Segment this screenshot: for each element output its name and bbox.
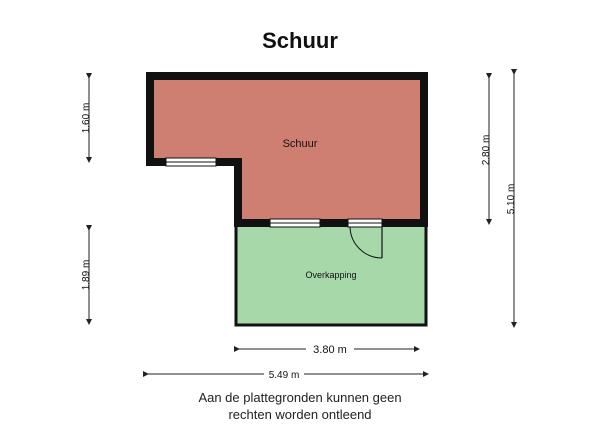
room-label-overkapping: Overkapping (305, 270, 356, 280)
disclaimer: Aan de plattegronden kunnen geen rechten… (0, 389, 600, 423)
dimension-left-bottom: 1.89 m (81, 225, 92, 325)
dimension-right-outer: 5.10 m (506, 69, 517, 328)
window-bottom (269, 218, 321, 228)
dimension-left-top: 1.60 m (81, 73, 92, 163)
door (347, 218, 383, 259)
page-title: Schuur (262, 28, 338, 53)
room-label-schuur: Schuur (283, 138, 318, 150)
dim-label-bottom-outer: 5.49 m (269, 370, 300, 381)
room-schuur (154, 80, 420, 219)
dimension-right-inner: 2.80 m (481, 73, 492, 225)
disclaimer-line-2: rechten worden ontleend (228, 407, 372, 422)
dim-label-bottom-inner: 3.80 m (313, 344, 347, 356)
dim-label-right-inner: 2.80 m (481, 135, 492, 166)
overkapping-border (234, 222, 428, 327)
dim-label-right-outer: 5.10 m (506, 184, 517, 215)
dimension-bottom-inner: 3.80 m (234, 341, 420, 356)
dim-label-left-top: 1.60 m (81, 103, 92, 134)
disclaimer-line-1: Aan de plattegronden kunnen geen (198, 390, 402, 405)
window-left (165, 157, 217, 167)
dimension-bottom-outer: 5.49 m (143, 366, 429, 381)
dim-label-left-bottom: 1.89 m (81, 260, 92, 291)
room-overkapping (236, 222, 426, 325)
